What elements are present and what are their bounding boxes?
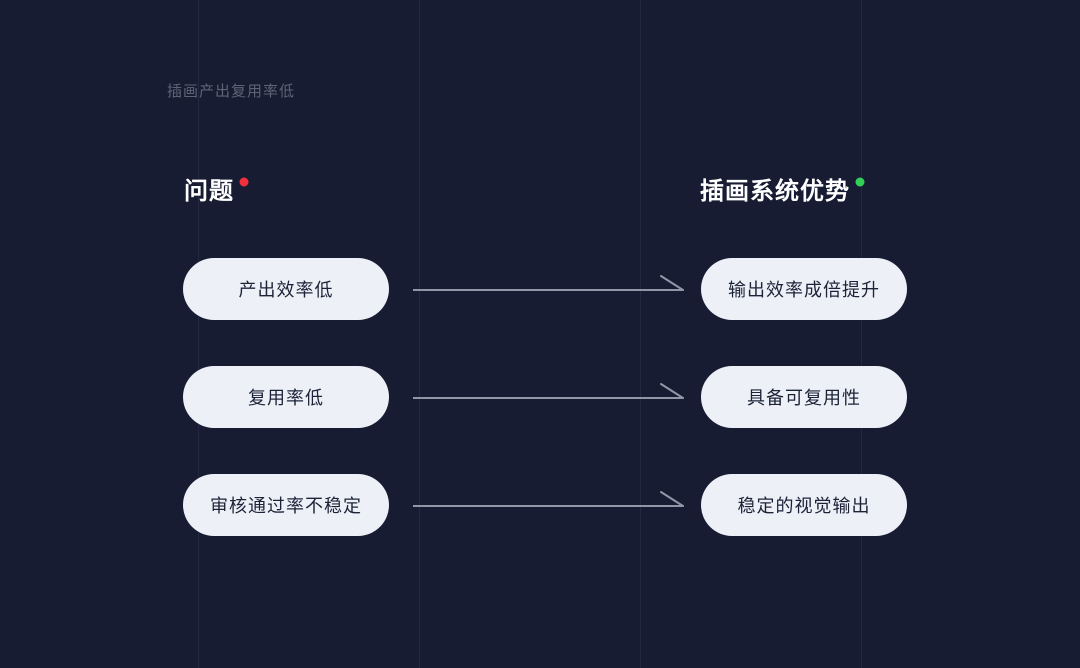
advantage-pill: 稳定的视觉输出 bbox=[701, 474, 907, 536]
column-heading-problems: 问题 bbox=[184, 176, 249, 207]
green-dot-icon bbox=[855, 177, 865, 187]
caption-text: 插画产出复用率低 bbox=[167, 83, 296, 100]
column-heading-advantages: 插画系统优势 bbox=[700, 176, 865, 207]
advantage-pill: 输出效率成倍提升 bbox=[701, 258, 907, 320]
problem-pill: 产出效率低 bbox=[183, 258, 389, 320]
grid-line bbox=[861, 0, 862, 668]
grid-line bbox=[198, 0, 199, 668]
advantage-pill: 具备可复用性 bbox=[701, 366, 907, 428]
problem-pill: 复用率低 bbox=[183, 366, 389, 428]
arrow-right-icon bbox=[413, 383, 684, 399]
advantages-title: 插画系统优势 bbox=[700, 178, 850, 205]
grid-line bbox=[640, 0, 641, 668]
problems-title: 问题 bbox=[184, 178, 234, 205]
red-dot-icon bbox=[239, 177, 249, 187]
grid-line bbox=[419, 0, 420, 668]
arrow-right-icon bbox=[413, 491, 684, 507]
problem-pill: 审核通过率不稳定 bbox=[183, 474, 389, 536]
arrow-right-icon bbox=[413, 275, 684, 291]
